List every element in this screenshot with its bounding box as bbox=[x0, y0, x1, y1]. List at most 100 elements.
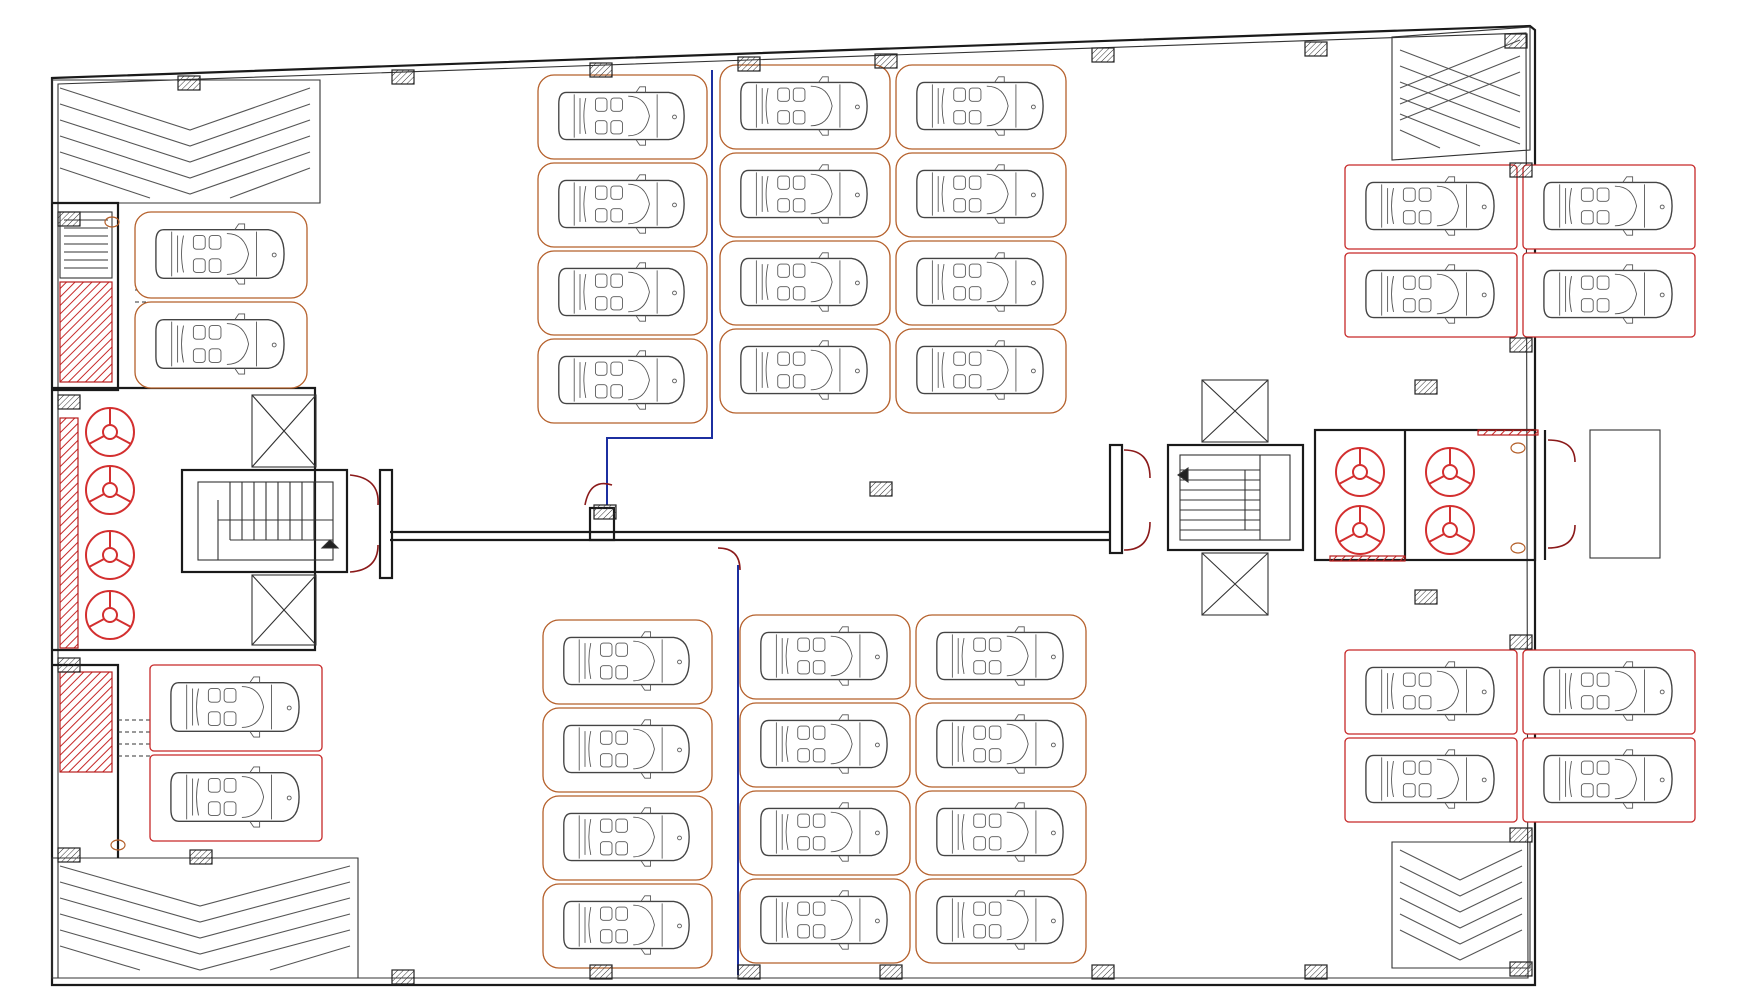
column-icon bbox=[1509, 961, 1533, 977]
car-icon bbox=[1365, 749, 1495, 809]
water-tank-icon bbox=[1425, 447, 1475, 497]
car-icon bbox=[760, 626, 888, 686]
water-tanks-left bbox=[85, 407, 135, 640]
column-icon bbox=[1091, 47, 1115, 63]
car-icon bbox=[916, 76, 1044, 136]
column-icon bbox=[589, 62, 613, 78]
car-icon bbox=[155, 313, 285, 375]
outer-wall-inner bbox=[57, 32, 1529, 979]
car-icon bbox=[1365, 264, 1495, 324]
car-icon bbox=[170, 766, 300, 828]
door-swing-icon bbox=[717, 547, 741, 571]
column-icon bbox=[737, 56, 761, 72]
column-icon bbox=[879, 964, 903, 980]
column-icon bbox=[1304, 964, 1328, 980]
ramp-top-left bbox=[51, 79, 321, 204]
column-icon bbox=[1509, 827, 1533, 843]
car-icon bbox=[936, 890, 1064, 950]
door-swing-icon bbox=[349, 474, 379, 506]
stall-group bbox=[1344, 649, 1696, 823]
door-swing-icon bbox=[1547, 524, 1576, 549]
car-icon bbox=[563, 895, 690, 955]
water-tank-icon bbox=[85, 407, 135, 457]
ramp-bottom-left bbox=[51, 857, 359, 979]
water-tank-icon bbox=[85, 590, 135, 640]
water-tank-icon bbox=[85, 465, 135, 515]
ramp-top-right bbox=[1391, 26, 1531, 161]
shaft-left-middle bbox=[59, 417, 79, 649]
column-icon bbox=[57, 847, 81, 863]
car-icon bbox=[1543, 264, 1673, 324]
column-icon bbox=[1414, 589, 1438, 605]
shaft-left-upper bbox=[59, 281, 113, 383]
column-icon bbox=[1091, 964, 1115, 980]
column-icon bbox=[593, 504, 617, 520]
door-swing-icon bbox=[1123, 521, 1151, 551]
car-icon bbox=[760, 890, 888, 950]
car-icon bbox=[558, 262, 685, 322]
shaft-left-lower bbox=[59, 671, 113, 773]
column-icon bbox=[869, 481, 893, 497]
door-swing-icon bbox=[1547, 439, 1576, 463]
car-icon bbox=[916, 164, 1044, 224]
toilet-icon bbox=[1510, 542, 1526, 554]
stall-group bbox=[739, 614, 1087, 964]
lift-shaft bbox=[1201, 379, 1269, 616]
water-tank-icon bbox=[85, 530, 135, 580]
ramp-bottom-right bbox=[1391, 841, 1531, 969]
column-icon bbox=[1304, 41, 1328, 57]
parking-stalls bbox=[134, 64, 1696, 969]
column-icon bbox=[177, 75, 201, 91]
door-swing-icon bbox=[584, 482, 613, 506]
stall-group bbox=[542, 619, 713, 969]
car-icon bbox=[558, 86, 685, 146]
car-icon bbox=[936, 626, 1064, 686]
stall-group bbox=[1344, 164, 1696, 338]
toilet-icon bbox=[1510, 442, 1526, 454]
column-icon bbox=[1504, 33, 1528, 49]
car-icon bbox=[740, 164, 868, 224]
stall-group bbox=[134, 211, 308, 389]
car-icon bbox=[563, 719, 690, 779]
car-icon bbox=[563, 631, 690, 691]
left-staircase bbox=[180, 394, 394, 646]
column-icon bbox=[1509, 634, 1533, 650]
car-icon bbox=[558, 350, 685, 410]
car-icon bbox=[170, 676, 300, 738]
stall-group bbox=[719, 64, 1067, 414]
water-tank-icon bbox=[1335, 447, 1385, 497]
column-icon bbox=[189, 849, 213, 865]
car-icon bbox=[916, 252, 1044, 312]
water-tank-icon bbox=[1335, 505, 1385, 555]
column-icon bbox=[391, 69, 415, 85]
column-icon bbox=[1509, 162, 1533, 178]
toilets bbox=[104, 216, 1526, 851]
car-icon bbox=[740, 76, 868, 136]
car-icon bbox=[1365, 661, 1495, 721]
car-icon bbox=[1543, 176, 1673, 236]
drain-line-upper bbox=[606, 70, 713, 505]
car-icon bbox=[740, 340, 868, 400]
toilet-icon bbox=[104, 216, 120, 228]
column-icon bbox=[57, 394, 81, 410]
car-icon bbox=[760, 714, 888, 774]
car-icon bbox=[1543, 661, 1673, 721]
lift-shaft bbox=[251, 394, 317, 646]
car-icon bbox=[936, 714, 1064, 774]
column-icon bbox=[1509, 337, 1533, 353]
car-icon bbox=[916, 340, 1044, 400]
stall-group bbox=[149, 664, 323, 842]
car-icon bbox=[936, 802, 1064, 862]
left-service-core bbox=[52, 201, 317, 858]
right-service-core bbox=[1108, 379, 1661, 616]
stall-group bbox=[537, 74, 708, 424]
toilet-icon bbox=[110, 839, 126, 851]
car-icon bbox=[558, 174, 685, 234]
door-swing-icon bbox=[349, 544, 379, 573]
column-icon bbox=[57, 211, 81, 227]
column-icon bbox=[874, 53, 898, 69]
car-icon bbox=[740, 252, 868, 312]
column-icon bbox=[737, 964, 761, 980]
column-icon bbox=[1414, 379, 1438, 395]
